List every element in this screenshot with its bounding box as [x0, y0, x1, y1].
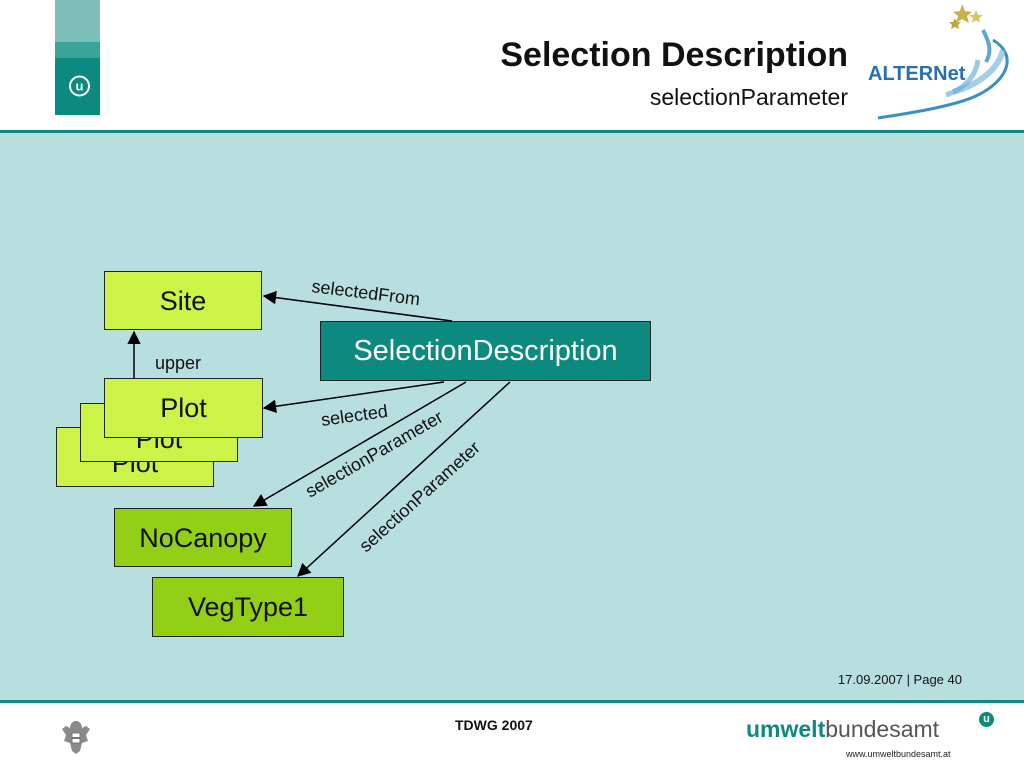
footer-divider [0, 700, 1024, 703]
node-vegtype1: VegType1 [152, 577, 344, 637]
uba-url: www.umweltbundesamt.at [846, 749, 951, 759]
uba-logo-icon: u [979, 712, 994, 727]
page-title: Selection Description [500, 36, 848, 74]
event-label: TDWG 2007 [455, 717, 533, 733]
u-logo-icon: u [69, 75, 90, 97]
uba-brand-text: umweltbundesamt [746, 716, 939, 743]
node-selection-description: SelectionDescription [320, 321, 651, 381]
uba-brand-bold: umwelt [746, 716, 826, 742]
header-logo-stripe: u [55, 0, 100, 115]
svg-text:ALTERNet: ALTERNet [868, 63, 966, 85]
node-nocanopy: NoCanopy [114, 508, 292, 567]
header-divider [0, 130, 1024, 133]
date-page-info: 17.09.2007 | Page 40 [837, 672, 962, 687]
uba-brand-regular: bundesamt [825, 716, 940, 742]
page-subtitle: selectionParameter [649, 84, 848, 110]
node-plot: Plot [104, 378, 263, 438]
node-site: Site [104, 271, 262, 330]
alternet-logo-icon: ALTERNet [868, 4, 1009, 120]
austrian-eagle-crest-icon [62, 721, 90, 754]
